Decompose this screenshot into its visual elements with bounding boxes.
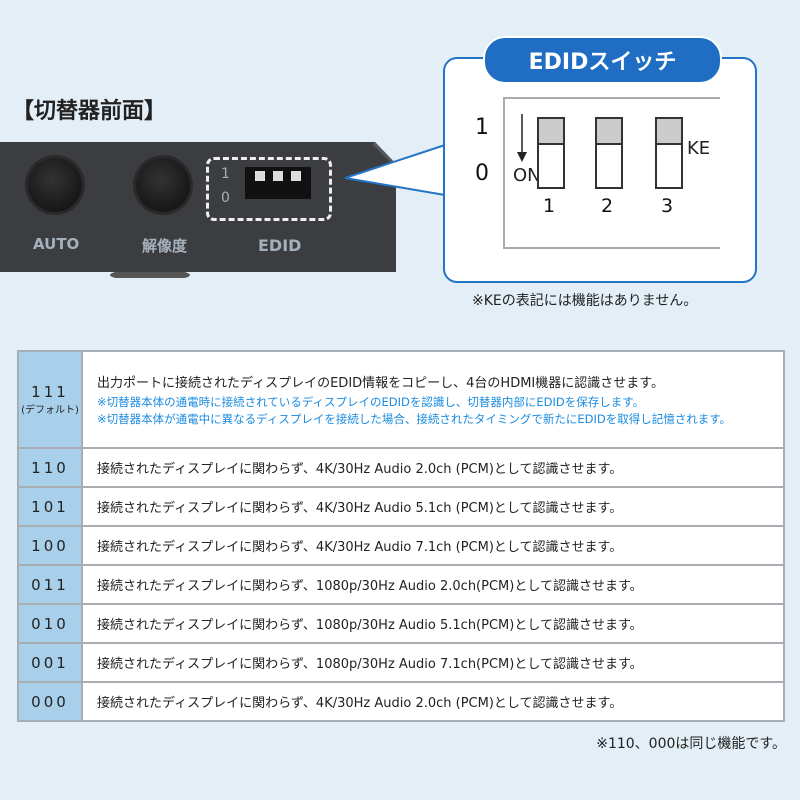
note-text: ※切替器本体が通電中に異なるディスプレイを接続した場合、接続されたタイミングで新… [97,411,732,426]
description-cell: 接続されたディスプレイに関わらず、4K/30Hz Audio 2.0ch (PC… [81,681,785,722]
dip-switch-block [245,167,311,199]
front-panel-title: 【切替器前面】 [12,99,167,124]
switch-1 [537,117,565,189]
description-cell: 出力ポートに接続されたディスプレイのEDID情報をコピーし、4台のHDMI機器に… [81,350,785,449]
description-cell: 接続されたディスプレイに関わらず、4K/30Hz Audio 2.0ch (PC… [81,447,785,488]
switch-2 [595,117,623,189]
code-cell: 001 [17,642,83,683]
code-cell: 101 [17,486,83,527]
ke-note: ※KEの表記には機能はありません。 [472,293,698,309]
edid-switch-highlight: 1 0 [206,157,332,221]
description-text: 出力ポートに接続されたディスプレイのEDID情報をコピーし、4台のHDMI機器に… [97,375,664,391]
edid-settings-table: 111 (デフォルト) 出力ポートに接続されたディスプレイのEDID情報をコピーし… [17,350,785,722]
callout-title: EDIDスイッチ [483,36,722,84]
auto-button [28,158,82,212]
on-label: ON [513,165,541,186]
code-cell: 110 [17,447,83,488]
mark-one: 1 [221,166,230,182]
description-cell: 接続されたディスプレイに関わらず、1080p/30Hz Audio 7.1ch(… [81,642,785,683]
callout-pointer [344,144,446,196]
description-cell: 接続されたディスプレイに関わらず、1080p/30Hz Audio 5.1ch(… [81,603,785,644]
code-cell: 011 [17,564,83,605]
note-text: ※切替器本体の通電時に接続されているディスプレイのEDIDを認識し、切替器内部に… [97,394,645,409]
code-cell: 100 [17,525,83,566]
mark-zero: 0 [221,190,230,206]
bottom-note: ※110、000は同じ機能です。 [596,736,786,752]
resolution-button [136,158,190,212]
edid-label: EDID [258,236,302,255]
resolution-label: 解像度 [142,237,188,255]
position-1-label: 1 [475,115,489,140]
description-cell: 接続されたディスプレイに関わらず、4K/30Hz Audio 5.1ch (PC… [81,486,785,527]
code-value: 111 [31,383,69,401]
switch-2-number: 2 [601,195,614,217]
description-cell: 接続されたディスプレイに関わらず、1080p/30Hz Audio 2.0ch(… [81,564,785,605]
auto-label: AUTO [33,235,80,253]
default-label: (デフォルト) [21,405,79,416]
dip-switch-diagram: 1 0 ON KE 1 2 3 [475,97,720,249]
switch-3 [655,117,683,189]
arrow-down-icon [517,114,527,162]
code-cell: 111 (デフォルト) [17,350,83,449]
switch-3-number: 3 [661,195,674,217]
ke-label: KE [687,138,711,159]
description-cell: 接続されたディスプレイに関わらず、4K/30Hz Audio 7.1ch (PC… [81,525,785,566]
position-0-label: 0 [475,161,489,186]
table-row: 111 (デフォルト) 出力ポートに接続されたディスプレイのEDID情報をコピーし… [17,350,785,449]
switch-1-number: 1 [543,195,556,217]
code-cell: 010 [17,603,83,644]
code-cell: 000 [17,681,83,722]
